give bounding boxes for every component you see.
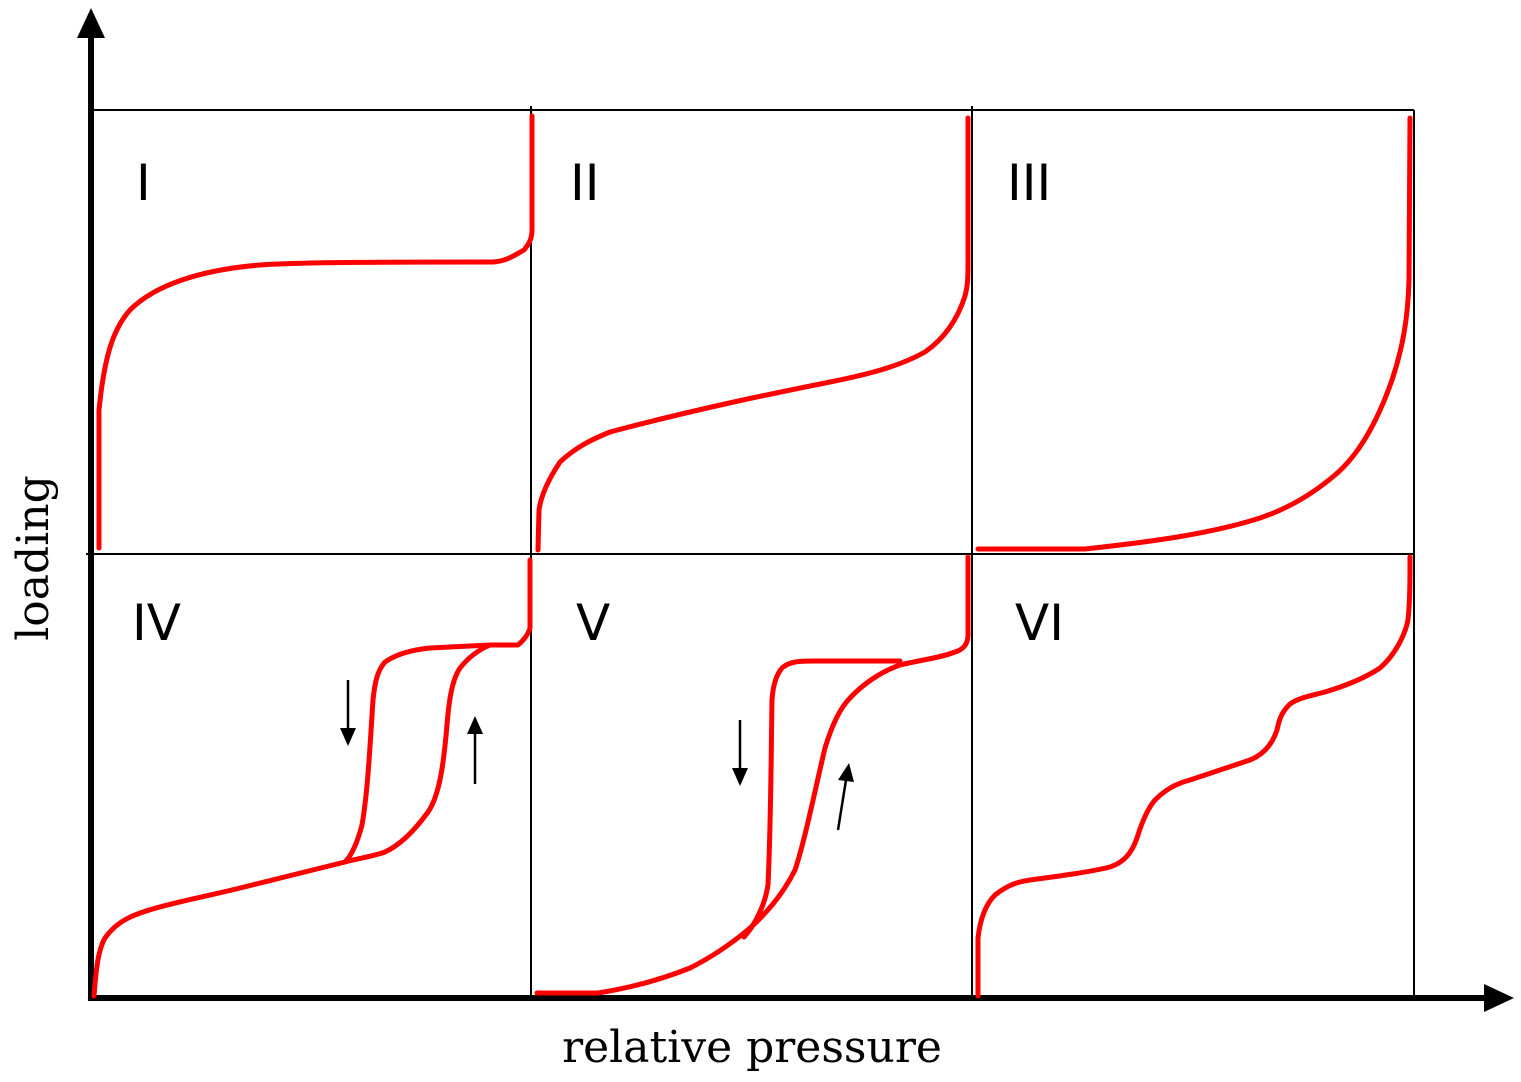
desorption-arrow-V-head [732, 768, 748, 786]
adsorption-arrow-V-head [838, 763, 854, 782]
isotherm-curve-type-V-desorption [741, 658, 903, 940]
isotherm-curve-type-IV-adsorption [91, 557, 533, 999]
x-axis-label: relative pressure [562, 1022, 942, 1073]
isotherm-curve-type-II [535, 115, 971, 553]
panel-label-VI: VI [1015, 594, 1064, 652]
isotherm-curve-type-I [96, 113, 535, 551]
panel-grid [86, 106, 1415, 998]
adsorption-arrow-IV-head [467, 716, 483, 734]
isotherm-curve-type-VI [975, 554, 1413, 999]
isotherm-curve-type-IV-desorption [342, 642, 493, 865]
adsorption-arrow-V-shaft [836, 779, 848, 831]
isotherm-curve-type-III [975, 115, 1413, 552]
axes [77, 8, 1514, 1012]
panel-label-III: III [1007, 154, 1051, 212]
y-axis-label: loading [8, 475, 59, 641]
panel-label-II: II [570, 154, 600, 212]
panel-label-IV: IV [132, 594, 181, 652]
panel-label-V: V [576, 594, 610, 652]
desorption-arrow-IV-head [340, 728, 356, 746]
x-axis-arrowhead [1484, 984, 1514, 1012]
arrows [340, 680, 854, 831]
panel-label-I: I [136, 154, 151, 212]
y-axis-arrowhead [77, 8, 105, 38]
isotherm-curve-type-V-adsorption [534, 554, 971, 996]
